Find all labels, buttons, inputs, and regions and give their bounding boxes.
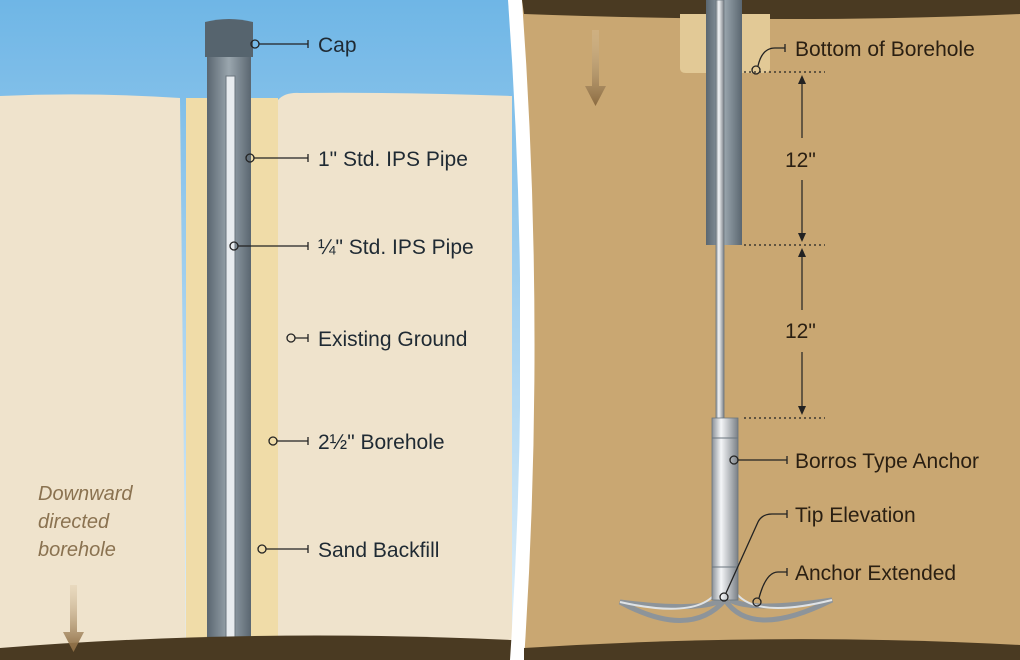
label-dimension-lower: 12" (785, 320, 816, 343)
direction-note-line-1: Downward (38, 483, 133, 505)
bottom-soil-right (524, 639, 1020, 660)
label-borehole: 2½" Borehole (318, 431, 445, 454)
label-borros-anchor: Borros Type Anchor (795, 450, 979, 473)
inner-pipe (225, 75, 236, 660)
label-dimension-upper: 12" (785, 149, 816, 172)
dimension-lines (744, 71, 825, 419)
direction-note-line-3: borehole (38, 539, 116, 561)
existing-ground-right (278, 92, 512, 660)
label-bottom-of-borehole: Bottom of Borehole (795, 38, 975, 61)
existing-ground-left (0, 94, 186, 660)
label-outer-pipe: 1" Std. IPS Pipe (318, 148, 468, 171)
borros-anchor-body (711, 417, 739, 601)
left-panel: Cap 1" Std. IPS Pipe ¼" Std. IPS Pipe Ex… (0, 0, 520, 660)
label-inner-pipe: ¼" Std. IPS Pipe (318, 236, 474, 259)
bottom-soil (0, 635, 512, 660)
direction-note-line-2: directed (38, 511, 110, 533)
label-existing-ground: Existing Ground (318, 328, 467, 351)
top-soil (522, 0, 1020, 19)
down-arrow-icon-right (585, 30, 606, 106)
right-panel: Bottom of Borehole 12" 12" Borros Type A… (522, 0, 1020, 660)
label-tip-elevation: Tip Elevation (795, 504, 916, 527)
soil (522, 0, 1020, 660)
cap (205, 19, 253, 57)
down-arrow-icon (63, 585, 84, 652)
label-anchor-extended: Anchor Extended (795, 562, 956, 585)
label-sand-backfill: Sand Backfill (318, 539, 439, 562)
panel-divider (508, 0, 535, 660)
label-cap: Cap (318, 34, 357, 57)
inner-rod (715, 0, 725, 421)
